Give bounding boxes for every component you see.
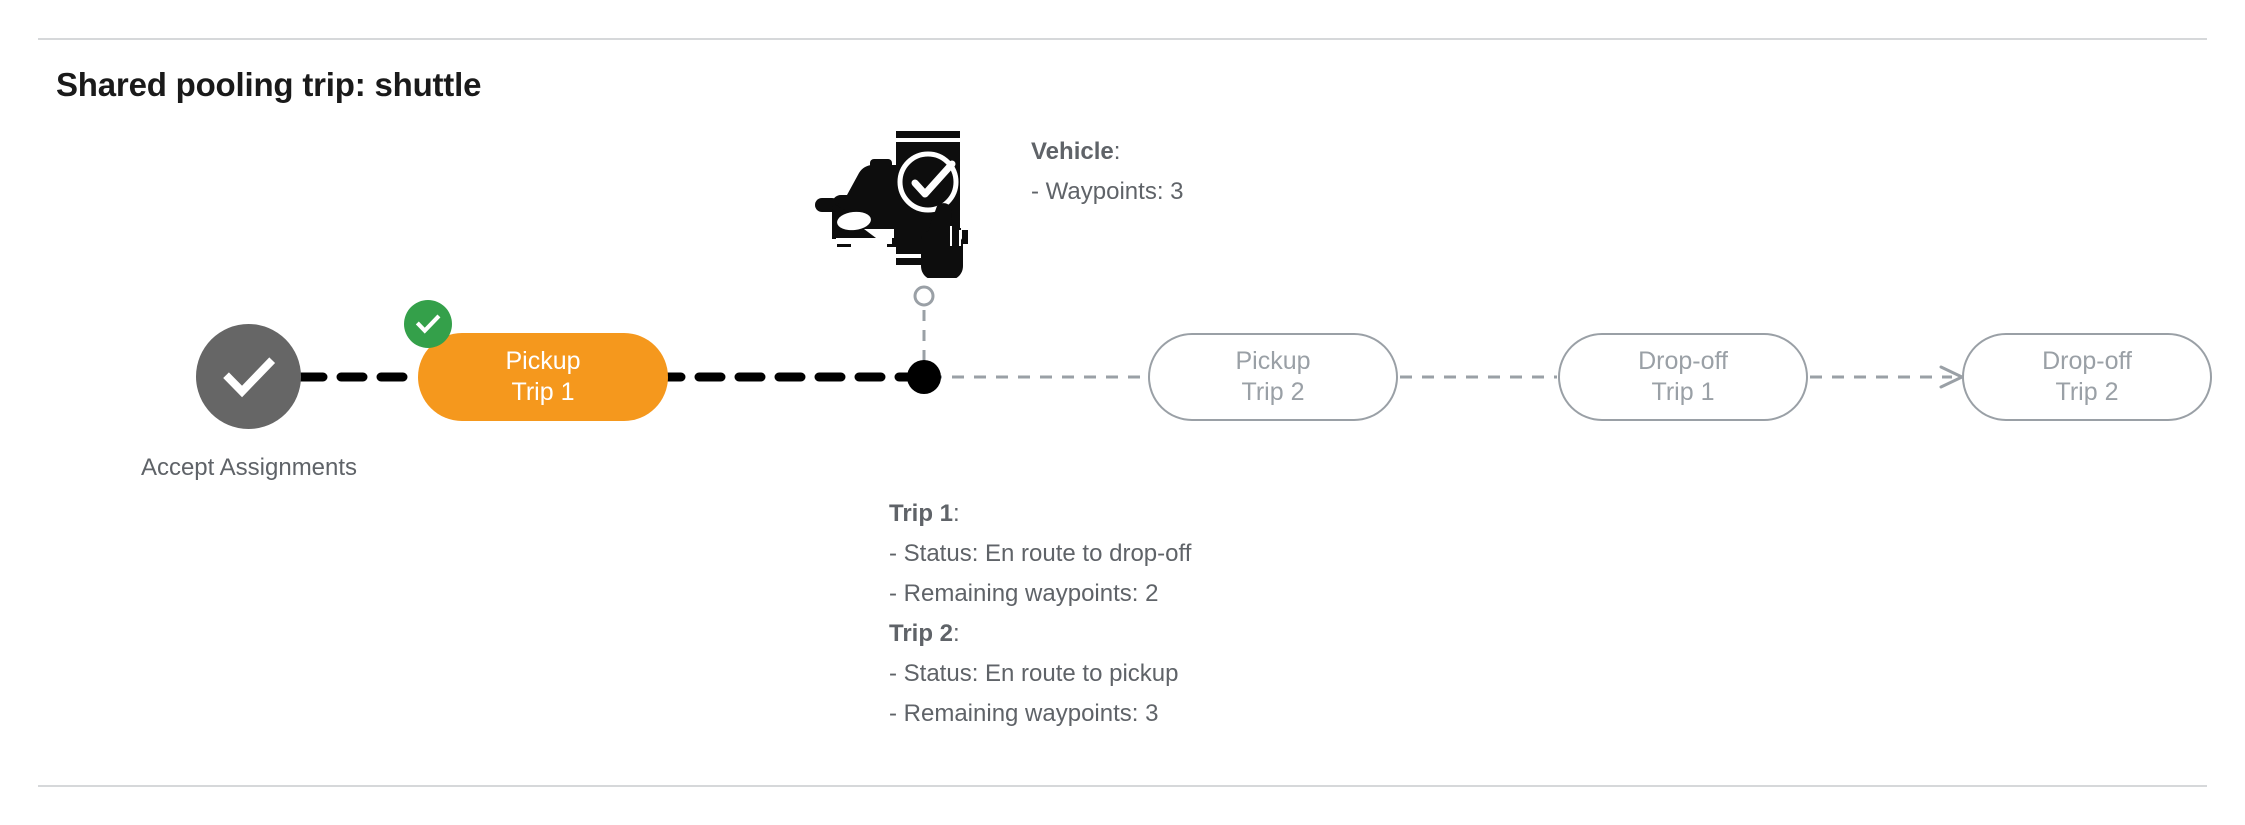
trip2-heading-colon: : (953, 620, 960, 647)
bottom-divider (38, 785, 2207, 787)
step-label-line1: Pickup (505, 347, 581, 375)
accept-assignments-node[interactable] (196, 324, 301, 429)
top-divider (38, 38, 2207, 40)
vehicle-heading-colon: : (1113, 138, 1121, 165)
car-phone-check-icon (812, 118, 972, 278)
step-label-line2: Trip 1 (1651, 378, 1715, 406)
page-title: Shared pooling trip: shuttle (56, 66, 482, 103)
step-label-line1: Drop-off (1638, 347, 1728, 375)
accept-label-line1: Accept (140, 454, 215, 481)
vehicle-heading-text: Vehicle (1031, 138, 1114, 165)
vehicle-annotation: Vehicle: - Waypoints: 3 (1031, 132, 1184, 212)
trip1-heading-colon: : (953, 500, 960, 527)
step-label-line2: Trip 1 (511, 378, 575, 406)
step-pickup-trip-2[interactable]: Pickup Trip 2 (1148, 333, 1398, 421)
accept-assignments-label: Accept Assignments (118, 448, 380, 488)
vehicle-waypoints-line: - Waypoints: 3 (1031, 178, 1184, 205)
trip2-status-line: - Status: En route to pickup (889, 660, 1179, 687)
step-label-line2: Trip 2 (2055, 378, 2119, 406)
trip1-status-line: - Status: En route to drop-off (889, 540, 1192, 567)
vehicle-annotation-heading: Vehicle: (1031, 132, 1184, 172)
trip2-heading-text: Trip 2 (889, 620, 954, 647)
step-label-line1: Pickup (1235, 347, 1311, 375)
pickup-trip-1-completed-badge (404, 300, 452, 348)
trip2-heading: Trip 2: (889, 614, 1191, 654)
check-icon (218, 346, 280, 408)
current-location-dot (907, 360, 941, 394)
accept-label-line2: Assignments (219, 454, 358, 481)
trips-annotation: Trip 1: - Status: En route to drop-off -… (889, 494, 1191, 734)
step-drop-off-trip-2[interactable]: Drop-off Trip 2 (1962, 333, 2212, 421)
trip1-heading: Trip 1: (889, 494, 1191, 534)
step-label-line1: Drop-off (2042, 347, 2132, 375)
step-label-line2: Trip 2 (1241, 378, 1305, 406)
trip1-waypoints-line: - Remaining waypoints: 2 (889, 580, 1159, 607)
vehicle-leader-circle (913, 285, 935, 307)
trip2-waypoints-line: - Remaining waypoints: 3 (889, 700, 1159, 727)
step-drop-off-trip-1[interactable]: Drop-off Trip 1 (1558, 333, 1808, 421)
trip1-heading-text: Trip 1 (889, 500, 954, 527)
step-pickup-trip-1[interactable]: Pickup Trip 1 (418, 333, 668, 421)
check-icon (413, 309, 443, 339)
